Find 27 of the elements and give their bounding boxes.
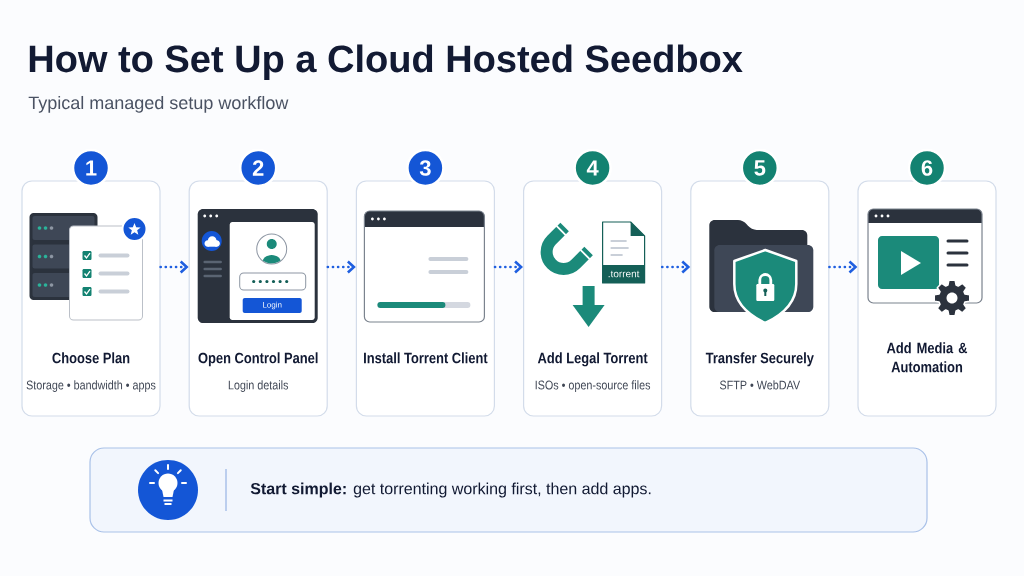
step-title: Install Torrent Client xyxy=(364,352,488,364)
step-description: SFTP • WebDAV xyxy=(719,380,801,390)
arrow xyxy=(326,260,356,274)
login-button: Login xyxy=(242,298,302,313)
file-type-label: .torrent xyxy=(602,265,645,283)
arrow xyxy=(828,260,858,274)
tip-text: Start simple: get torrenting working first, then add apps. xyxy=(250,482,651,498)
step-title: Add Media & Automation xyxy=(886,342,968,373)
step-title: Choose Plan xyxy=(52,352,130,364)
step-title: Transfer Securely xyxy=(705,352,814,367)
step-number-badge: 5 xyxy=(740,148,780,188)
step-description: Login details xyxy=(228,380,289,392)
step-number-badge: 3 xyxy=(406,148,445,188)
step-description: ISOs • open-source files xyxy=(535,380,651,392)
step-number-badge: 1 xyxy=(71,148,111,188)
step-number-badge: 2 xyxy=(238,148,278,188)
tip-banner xyxy=(89,447,928,533)
step-description: Storage • bandwidth • apps xyxy=(26,380,156,392)
arrow xyxy=(493,260,523,274)
step-title: Add Legal Torrent xyxy=(537,352,648,367)
title: How to Set Up a Cloud Hosted Seedbox xyxy=(29,44,743,80)
subtitle: Typical managed setup workflow xyxy=(28,95,289,113)
step-title: Open Control Panel xyxy=(198,352,318,367)
step-number-badge: 4 xyxy=(573,148,612,188)
step-number-badge: 6 xyxy=(907,148,947,188)
arrow xyxy=(159,260,189,274)
arrow xyxy=(660,260,691,274)
